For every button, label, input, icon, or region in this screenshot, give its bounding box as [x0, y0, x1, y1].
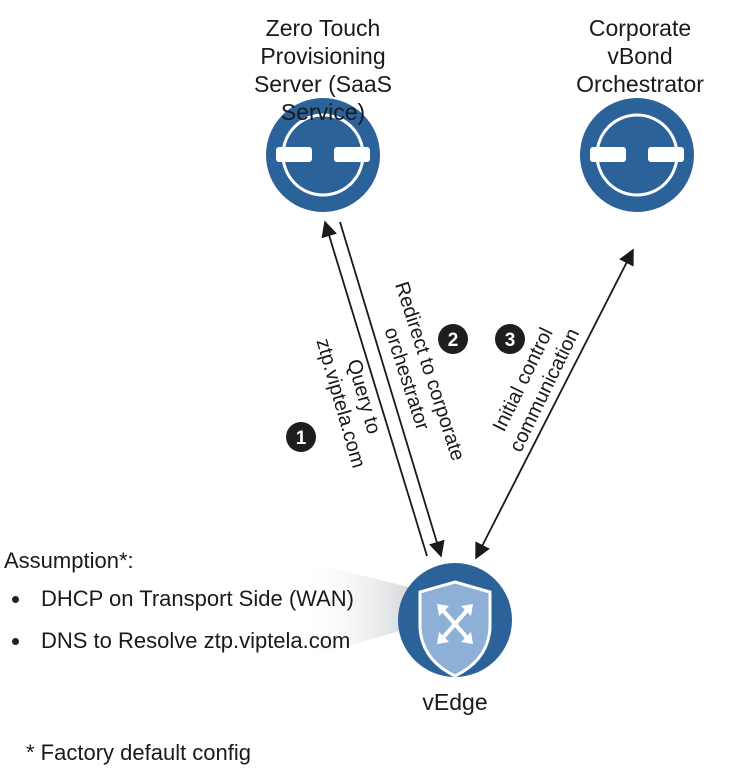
- svg-text:3: 3: [505, 330, 516, 351]
- bullet-icon: [12, 637, 19, 645]
- bullet-icon: [12, 595, 19, 603]
- step-2-arrow: [339, 221, 445, 558]
- vedge-router-icon: [398, 563, 512, 678]
- assumption-wedge: [300, 560, 420, 660]
- vbond-orchestrator-icon: [580, 98, 694, 212]
- ztp-server-label-line2: Server (SaaS Service): [253, 71, 393, 125]
- step-3-arrow: [475, 248, 634, 560]
- assumption-item: DHCP on Transport Side (WAN): [4, 586, 354, 612]
- footnote: * Factory default config: [26, 740, 252, 765]
- assumption-item: DNS to Resolve ztp.viptela.com: [4, 628, 354, 654]
- vbond-label-line1: Corporate vBond: [588, 15, 692, 69]
- assumption-item-text: DNS to Resolve ztp.viptela.com: [41, 628, 351, 653]
- assumption-block: Assumption*: DHCP on Transport Side (WAN…: [4, 548, 354, 654]
- assumption-title: Assumption*:: [4, 548, 134, 573]
- step-1-arrow: [321, 220, 428, 557]
- step-1-badge: 1: [286, 422, 316, 452]
- svg-text:1: 1: [296, 428, 307, 449]
- ztp-server-label: Zero Touch Provisioning Server (SaaS Ser…: [213, 14, 433, 126]
- vedge-label: vEdge: [422, 689, 488, 715]
- ztp-server-label-line1: Zero Touch Provisioning: [260, 15, 386, 69]
- svg-text:2: 2: [448, 330, 459, 351]
- vbond-label: Corporate vBond Orchestrator: [560, 14, 720, 98]
- vbond-label-line2: Orchestrator: [576, 71, 704, 97]
- ztp-server-icon: [266, 98, 380, 212]
- assumption-item-text: DHCP on Transport Side (WAN): [41, 586, 354, 611]
- step-1-label: Query to ztp.viptela.com: [312, 336, 385, 470]
- step-2-label: Redirect to corporate orchestrator: [380, 279, 469, 463]
- step-3-badge: 3: [495, 324, 525, 354]
- step-2-badge: 2: [438, 324, 468, 354]
